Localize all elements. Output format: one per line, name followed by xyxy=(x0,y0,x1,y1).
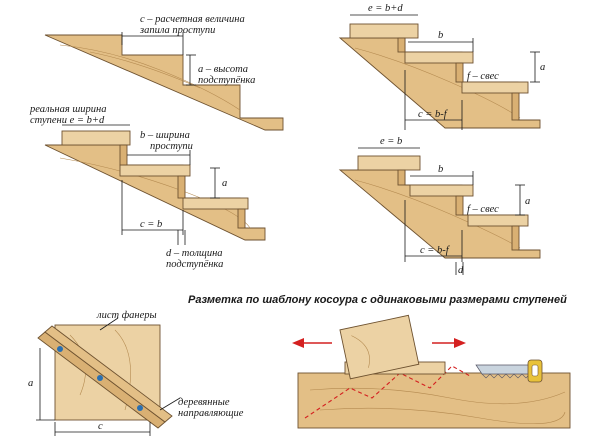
label-b-mid-right: b xyxy=(438,164,443,175)
label-e-bd: e = b+d xyxy=(368,3,403,14)
label-a-top-right: a xyxy=(540,62,545,73)
label-c-plywood: c xyxy=(98,421,103,432)
arrow-right-icon xyxy=(454,338,466,348)
label-b-tread-line1: b – ширина xyxy=(140,130,190,141)
label-c-bf-top: c = b-f xyxy=(418,109,449,120)
label-f-overhang-top: f – свес xyxy=(467,71,499,82)
stringer-overhang-diagram-bottom: e = b b f – свес a c = b-f d xyxy=(338,136,541,276)
label-a-plywood: a xyxy=(28,378,33,389)
label-c-cut-line2: запила проступи xyxy=(139,25,215,36)
label-d-thick-line2: подступёнка xyxy=(166,259,223,270)
caption: Разметка по шаблону косоура с одинаковым… xyxy=(188,294,567,306)
label-c-cut-line1: c – расчетная величина xyxy=(140,14,245,25)
plywood-template-diagram: лист фанеры a c деревянные направляющие xyxy=(28,310,244,436)
label-a-riser-line2: подступёнка xyxy=(198,75,255,86)
screw-icon xyxy=(97,375,103,381)
saw-icon xyxy=(475,359,543,383)
label-real-width-line2: ступени e = b+d xyxy=(30,115,105,126)
label-e-b: e = b xyxy=(380,136,402,147)
label-c-bf-bottom: c = b-f xyxy=(420,245,451,256)
label-d-thick-line1: d – толщина xyxy=(166,248,223,259)
label-c-eq-b: c = b xyxy=(140,219,162,230)
label-real-width-line1: реальная ширина xyxy=(29,104,106,115)
label-b-top-right: b xyxy=(438,30,443,41)
board-marking-diagram xyxy=(292,314,571,429)
label-d-mid-right: d xyxy=(458,265,464,276)
stringer-cut-diagram: c – расчетная величина запила проступи a… xyxy=(44,14,284,131)
label-b-tread-line2: проступи xyxy=(150,141,193,152)
label-plywood: лист фанеры xyxy=(96,310,157,321)
stringer-treads-diagram: реальная ширина ступени e = b+d b – шири… xyxy=(29,104,266,270)
stringer-overhang-diagram-top: e = b+d b f – свес a c = b-f xyxy=(338,3,545,130)
label-f-overhang-bottom: f – свес xyxy=(467,204,499,215)
label-guides-line1: деревянные xyxy=(178,397,230,408)
screw-icon xyxy=(137,405,143,411)
screw-icon xyxy=(57,346,63,352)
label-a-middle: a xyxy=(222,178,227,189)
label-a-mid-right: a xyxy=(525,196,530,207)
label-a-riser-line1: a – высота xyxy=(198,64,248,75)
label-guides-line2: направляющие xyxy=(178,408,244,419)
arrow-left-icon xyxy=(292,338,304,348)
